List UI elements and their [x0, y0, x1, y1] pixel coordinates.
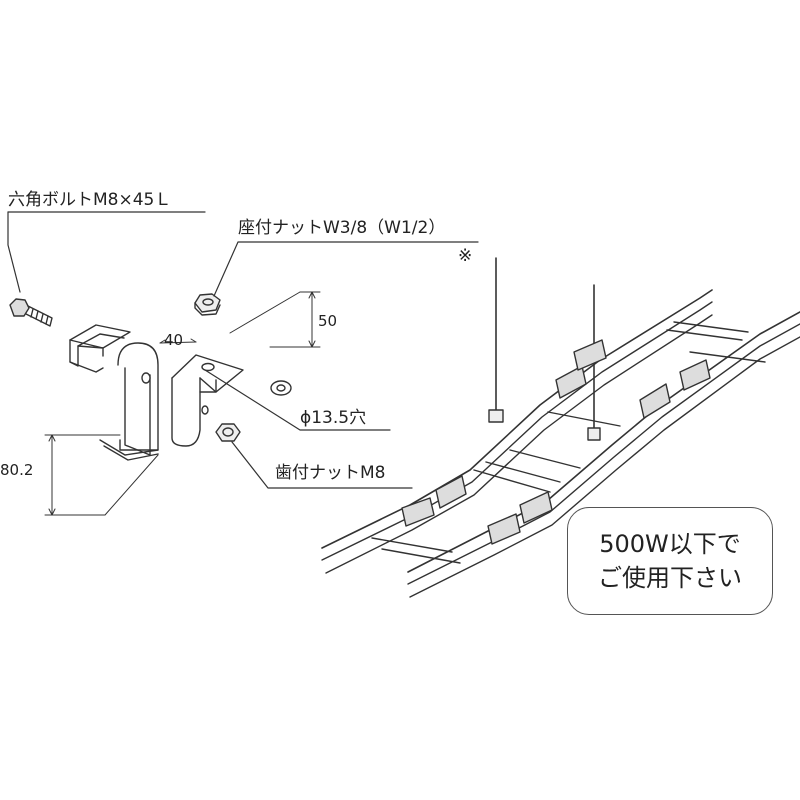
tooth-nut-label: 歯付ナットM8	[275, 463, 386, 483]
hex-bolt-label: 六角ボルトM8×45Ｌ	[8, 190, 172, 210]
cable-ladder-drawing	[321, 257, 800, 598]
note-mark: ※	[458, 246, 473, 266]
seat-nut-part	[194, 293, 221, 316]
note-line-1: 500W以下で	[599, 530, 741, 558]
hex-bolt-part	[9, 298, 53, 327]
tooth-nut-part	[215, 423, 241, 442]
hole-label: ϕ13.5穴	[300, 408, 367, 428]
u-bracket-part	[99, 342, 159, 461]
note-line-2: ご使用下さい	[598, 564, 742, 592]
dim-40-label: 40	[164, 331, 184, 349]
seat-nut-label: 座付ナットW3/8（W1/2）	[238, 218, 446, 238]
channel-clip-part	[69, 324, 131, 373]
usage-note-box: 500W以下で ご使用下さい	[567, 507, 773, 615]
dim-80-2-label: 80.2	[0, 461, 34, 479]
l-bracket-part	[171, 354, 244, 447]
dim-50-label: 50	[318, 312, 338, 330]
washer-part	[270, 380, 292, 396]
